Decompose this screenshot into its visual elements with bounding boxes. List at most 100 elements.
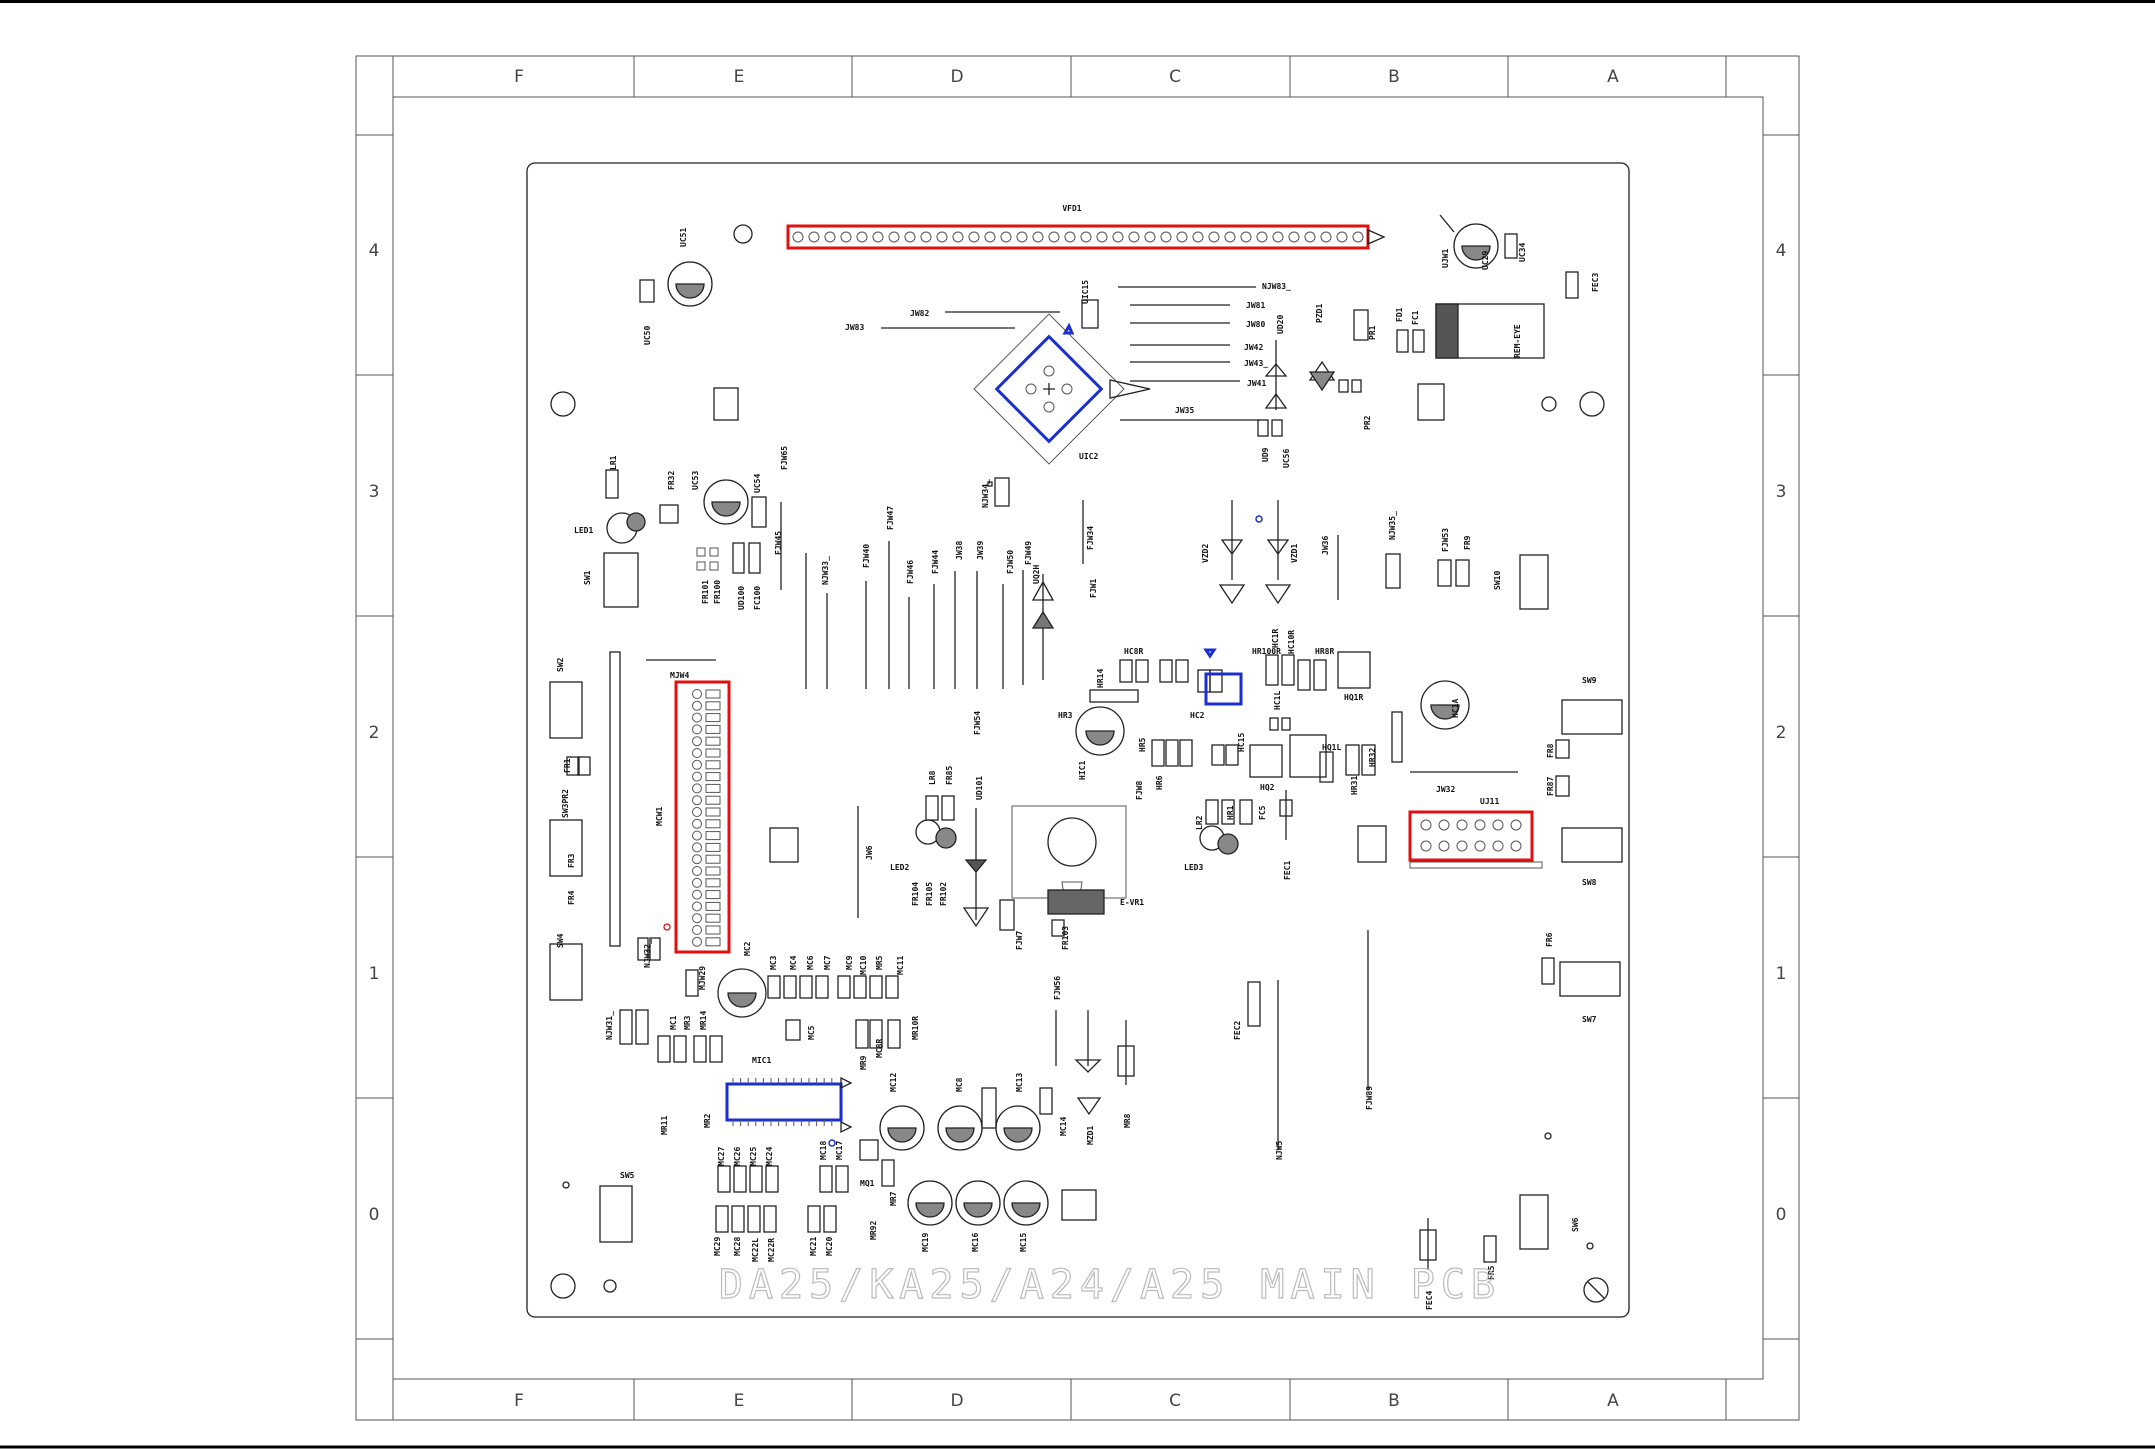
component-label: FJW50: [1006, 550, 1015, 574]
pin: [1192, 231, 1204, 243]
component-label: MR8: [1123, 1113, 1132, 1128]
pin: [1128, 231, 1140, 243]
pin: [1272, 231, 1284, 243]
component-label: HC15: [1237, 733, 1246, 752]
column-label: B: [1388, 67, 1400, 87]
component-label: HR5: [1138, 737, 1147, 752]
component-label: JW80: [1246, 320, 1265, 329]
led1-area: [603, 469, 767, 608]
uc51-capacitor: [639, 261, 713, 307]
component-label: FD1: [1395, 307, 1404, 322]
component-label: HR6: [1155, 775, 1164, 790]
component-label: FR85: [945, 766, 954, 785]
component-label: LED3: [1184, 863, 1203, 872]
uic2-ic: UIC2: [973, 313, 1151, 465]
pin: [1492, 819, 1504, 831]
pin: [705, 783, 721, 793]
row-label: 2: [1776, 723, 1787, 743]
row-label: 0: [1776, 1205, 1787, 1225]
component-label: FR100: [713, 580, 722, 604]
component-label: LED1: [574, 526, 593, 535]
row-label: 4: [1776, 241, 1787, 261]
column-label: A: [1607, 67, 1619, 87]
component-label: MC8: [955, 1077, 964, 1092]
pin: [692, 889, 702, 900]
pin: [705, 713, 721, 723]
pin: [808, 231, 820, 243]
pin: [1112, 231, 1124, 243]
board-title: DA25/KA25/A24/A25 MAIN PCB: [719, 1262, 1501, 1308]
component-label: MC7: [823, 955, 832, 970]
pin: [692, 818, 702, 829]
component-label: MQ1: [860, 1179, 875, 1188]
component-label: JW41: [1247, 379, 1266, 388]
pin: [968, 231, 980, 243]
component-label: UD20: [1276, 315, 1285, 334]
component-label: PR1: [1368, 325, 1377, 340]
pin: [1420, 840, 1432, 852]
pin: [705, 913, 721, 923]
component-label: FJW7: [1015, 931, 1024, 950]
pin: [692, 842, 702, 853]
component-label: FR9: [1463, 535, 1472, 550]
pin: [705, 701, 721, 711]
component-label: MC27: [717, 1147, 726, 1166]
component-label: JW36: [1321, 536, 1330, 555]
component-label: FR6: [1545, 932, 1554, 947]
component-label: HC8R: [1124, 647, 1143, 656]
component-label: HR3: [1058, 711, 1073, 720]
component-label: UD101: [975, 776, 984, 800]
component-label: HR8R: [1315, 647, 1334, 656]
component-label: FJW47: [886, 506, 895, 530]
component-label: JW38: [955, 541, 964, 560]
pin: [692, 925, 702, 935]
pin: [705, 772, 721, 782]
pin: [1208, 231, 1220, 243]
component-label: HIC1: [1078, 761, 1087, 780]
component-label: FJW8: [1135, 781, 1144, 800]
h-section: [1075, 648, 1470, 783]
component-label: FJW54: [973, 711, 982, 735]
component-label: UC29: [1481, 251, 1490, 270]
component-label: MC8R: [875, 1039, 884, 1058]
middle-section: [857, 790, 1293, 937]
component-label: SW8: [1582, 878, 1597, 887]
component-label: NJW31_: [605, 1011, 614, 1040]
pin: [856, 231, 868, 243]
component-label: FJW46: [906, 560, 915, 584]
component-label: E-VR1: [1120, 898, 1144, 907]
column-label: D: [950, 1391, 963, 1411]
pin: [1160, 231, 1172, 243]
component-label: FJW49: [1024, 541, 1033, 565]
pin: [692, 783, 702, 794]
component-label: UD100: [737, 586, 746, 610]
pin: [1438, 840, 1450, 852]
component-label: FC100: [753, 586, 762, 610]
component-label: FR5: [1487, 1265, 1496, 1280]
component-label: MR11: [660, 1116, 669, 1135]
component-label: MCW1: [655, 807, 664, 826]
pin: [936, 231, 948, 243]
row-label: 1: [369, 964, 380, 984]
pin: [692, 877, 702, 888]
component-label: MC15: [1019, 1233, 1028, 1252]
component-label: MR5: [875, 955, 884, 970]
pin: [1016, 231, 1028, 243]
component-label: SW9: [1582, 676, 1597, 685]
component-label: FJW1: [1089, 579, 1098, 598]
pin: [705, 937, 721, 947]
pin: [888, 231, 900, 243]
column-label: E: [734, 1391, 745, 1411]
pin: [824, 231, 836, 243]
column-label: D: [950, 67, 963, 87]
component-label: NJW83_: [1262, 282, 1291, 291]
pin: [1336, 231, 1348, 243]
uic15: [1081, 299, 1099, 329]
component-label: MC12: [889, 1073, 898, 1092]
component-label: FEC1: [1283, 861, 1292, 880]
component-label: LR8: [928, 770, 937, 785]
row-labels-right: 4 3 2 1 0: [1776, 241, 1787, 1225]
component-label: FR103: [1061, 926, 1070, 950]
component-label: JW39: [976, 541, 985, 560]
component-label: MC18: [819, 1141, 828, 1160]
